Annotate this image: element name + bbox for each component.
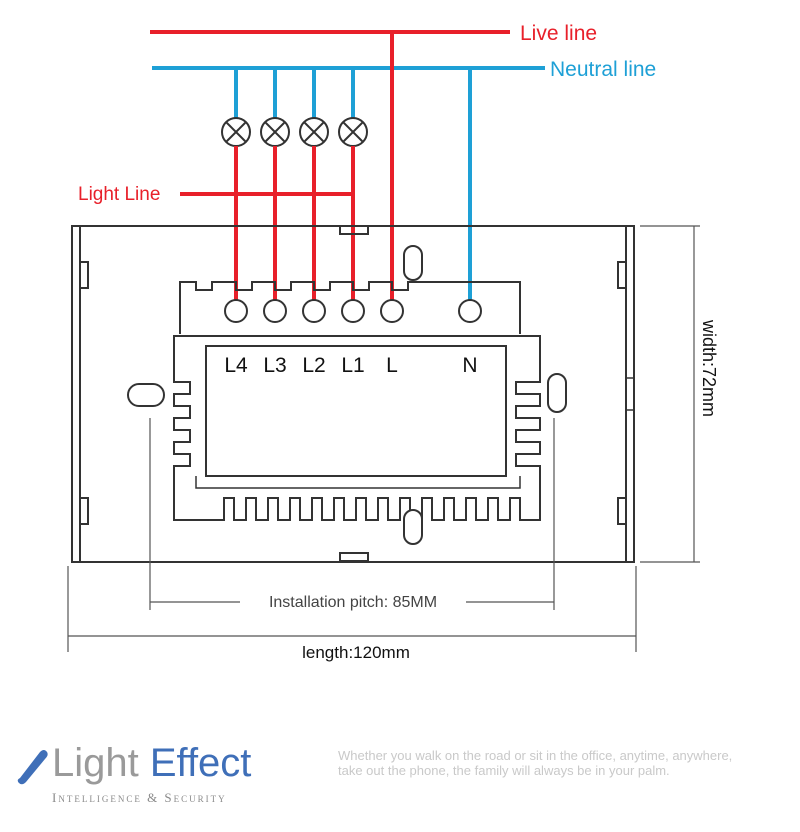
brand-name-light: Light <box>52 741 139 785</box>
terminal-label-l2: L2 <box>302 354 325 377</box>
brand-logo-icon <box>17 750 48 785</box>
wiring-diagram: Live line Neutral line Light Line <box>67 22 719 662</box>
terminal-labels: L4 L3 L2 L1 L N <box>224 354 477 377</box>
lamp-icon-1 <box>338 117 368 147</box>
switch-body <box>173 335 541 521</box>
slogan-line-2: take out the phone, the family will alwa… <box>338 763 670 778</box>
length-label: length:120mm <box>302 643 410 662</box>
lamp-icon-4 <box>221 117 251 147</box>
terminal-label-l4: L4 <box>224 354 248 377</box>
switch-plate <box>71 225 635 563</box>
light-line-label: Light Line <box>78 184 160 205</box>
brand-tagline: Intelligence & Security <box>52 790 227 805</box>
label-panel <box>205 345 507 477</box>
neutral-line-label: Neutral line <box>550 58 656 81</box>
width-dimension <box>640 225 700 563</box>
terminal-screws <box>224 299 482 323</box>
lamp-icon-2 <box>299 117 329 147</box>
length-dimension <box>67 566 637 652</box>
light-lines <box>180 32 394 300</box>
pitch-label: Installation pitch: 85MM <box>269 594 437 611</box>
terminal-block <box>179 281 521 334</box>
terminal-label-l3: L3 <box>263 354 286 377</box>
terminal-label-l1: L1 <box>341 354 364 377</box>
brand-name-effect: Effect <box>149 741 252 785</box>
slogan: Whether you walk on the road or sit in t… <box>338 748 796 778</box>
brand-name: Light Effect <box>52 740 251 786</box>
mounting-holes <box>127 245 567 545</box>
lamps <box>221 117 368 147</box>
pitch-dimension <box>149 418 555 610</box>
neutral-drops <box>234 68 472 300</box>
inner-frame <box>195 476 521 489</box>
slogan-line-1: Whether you walk on the road or sit in t… <box>338 748 733 763</box>
terminal-label-l: L <box>386 354 398 377</box>
brand-block: Light Effect Intelligence & Security <box>14 740 314 810</box>
lamp-icon-3 <box>260 117 290 147</box>
width-label: width:72mm <box>699 319 719 417</box>
live-line-label: Live line <box>520 22 597 45</box>
terminal-label-n: N <box>462 354 477 377</box>
